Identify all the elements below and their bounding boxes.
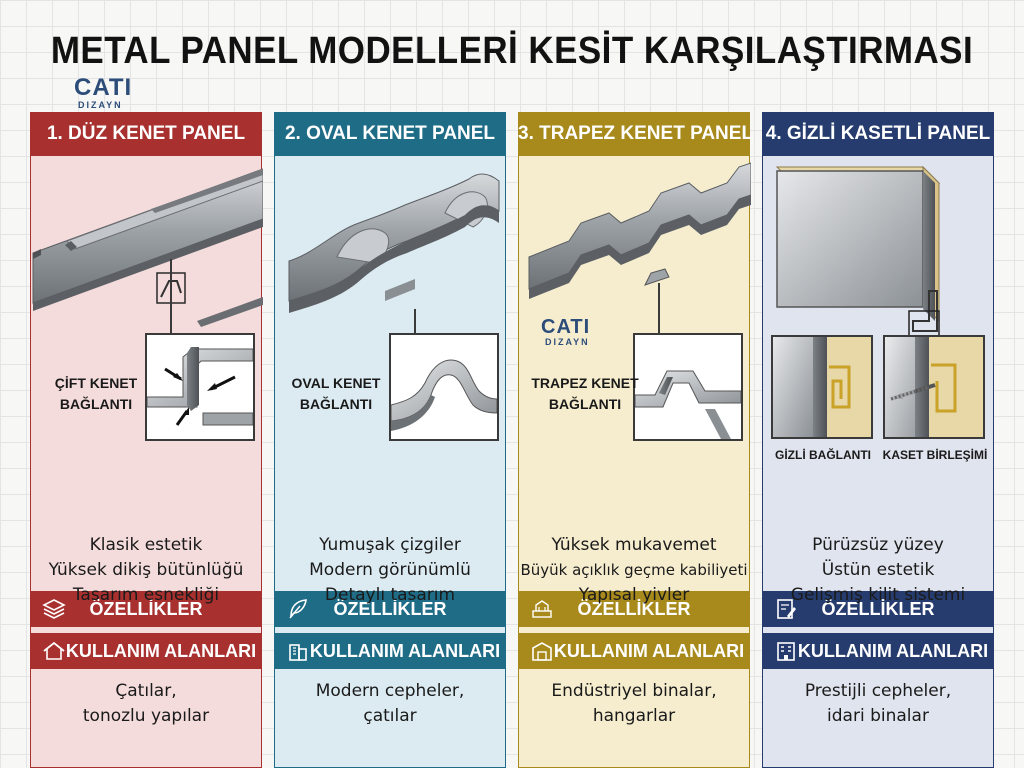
features-bar: ÖZELLİKLER xyxy=(762,591,994,627)
document-edit-icon xyxy=(777,599,796,619)
house-icon xyxy=(43,641,65,660)
hidden-connection-label: GİZLİ BAĞLANTI xyxy=(775,448,871,462)
features-bar: ÖZELLİKLER xyxy=(30,591,262,627)
panel-header: 2. OVAL KENET PANEL xyxy=(274,112,506,156)
usage-bar: KULLANIM ALANLARI xyxy=(518,633,750,669)
oval-seam-detail xyxy=(389,333,499,441)
detail-connector-line xyxy=(658,283,660,333)
usage-bar: KULLANIM ALANLARI xyxy=(30,633,262,669)
features-list: Yumuşak çizgiler Modern görünümlü Detayl… xyxy=(275,533,505,641)
feature-item: Yüksek dikiş bütünlüğü xyxy=(48,560,244,580)
hidden-connection-detail xyxy=(771,335,873,439)
panel-card-hidden-cassette: 4. GİZLİ KASETLİ PANEL GİZLİ BAĞLANTI KA… xyxy=(762,112,994,768)
usage-text: Modern cepheler, çatılar xyxy=(315,681,465,726)
logo-watermark: CATI DIZAYN xyxy=(541,316,591,347)
panel-card-flat-seam: 1. DÜZ KENET PANEL ÇİFT KENET BAĞLANTI xyxy=(30,112,263,768)
features-list: Pürüzsüz yüzey Üstün estetik Gelişmiş ki… xyxy=(763,533,993,641)
feature-item: Tasarım esnekliği xyxy=(72,585,220,605)
panel-card-oval-seam: 2. OVAL KENET PANEL OVAL KENET BAĞLANTI … xyxy=(274,112,506,768)
usage-bar: KULLANIM ALANLARI xyxy=(274,633,506,669)
feature-item: Yüksek mukavemet xyxy=(551,535,717,555)
feature-item: Pürüzsüz yüzey xyxy=(812,535,944,555)
features-list: Yüksek mukavemet Büyük açıklık geçme kab… xyxy=(519,533,749,641)
detail-connector-line xyxy=(414,309,416,333)
usage-bar: KULLANIM ALANLARI xyxy=(762,633,994,669)
feature-item: Büyük açıklık geçme kabiliyeti xyxy=(520,561,748,579)
connection-label: ÇİFT KENET BAĞLANTI xyxy=(54,375,138,412)
connection-label: TRAPEZ KENET BAĞLANTI xyxy=(531,375,639,412)
trapezoid-seam-panel-illustration xyxy=(528,162,751,299)
panel-header: 1. DÜZ KENET PANEL xyxy=(30,112,262,156)
cassette-joint-detail xyxy=(883,335,985,439)
panel-card-trapezoid-seam: 3. TRAPEZ KENET PANEL TRAPEZ KENET BAĞLA… xyxy=(518,112,753,768)
flat-seam-panel-illustration xyxy=(32,168,263,327)
features-bar: ÖZELLİKLER xyxy=(518,591,750,627)
usage-text: Çatılar, tonozlu yapılar xyxy=(82,681,210,726)
structure-icon xyxy=(532,600,552,618)
feature-item: Detaylı tasarım xyxy=(324,585,456,605)
cassette-panel-illustration xyxy=(775,165,941,340)
feature-item: Yapısal yivler xyxy=(578,585,690,605)
feature-item: Yumuşak çizgiler xyxy=(319,535,461,555)
connection-label: OVAL KENET BAĞLANTI xyxy=(291,375,381,412)
trapezoid-seam-detail xyxy=(633,333,743,441)
building-icon xyxy=(289,644,307,661)
layers-icon xyxy=(42,599,66,619)
panel-header: 3. TRAPEZ KENET PANEL xyxy=(518,112,753,156)
feature-item: Klasik estetik xyxy=(89,535,203,555)
logo-mark: CATI xyxy=(74,74,133,101)
detail-connector-line xyxy=(170,259,172,333)
cassette-joint-label: KASET BİRLEŞİMİ xyxy=(882,448,988,462)
double-seam-detail xyxy=(145,333,255,441)
panel-header: 4. GİZLİ KASETLİ PANEL xyxy=(762,112,994,156)
usage-text: Endüstriyel binalar, hangarlar xyxy=(551,681,717,726)
features-list: Klasik estetik Yüksek dikiş bütünlüğü Ta… xyxy=(31,533,261,641)
feather-icon xyxy=(289,599,307,619)
factory-icon xyxy=(532,642,552,661)
feature-item: Modern görünümlü xyxy=(309,560,471,580)
feature-item: Üstün estetik xyxy=(821,560,935,580)
feature-item: Gelişmiş kilit sistemi xyxy=(790,585,966,605)
features-bar: ÖZELLİKLER xyxy=(274,591,506,627)
logo-sub: DIZAYN xyxy=(78,100,123,110)
oval-seam-panel-illustration xyxy=(288,173,500,313)
page-title: METAL PANEL MODELLERİ KESİT KARŞILAŞTIRM… xyxy=(50,30,974,72)
logo: CATI DIZAYN xyxy=(74,74,133,111)
office-building-icon xyxy=(777,642,795,661)
usage-text: Prestijli cepheler, idari binalar xyxy=(804,681,952,726)
